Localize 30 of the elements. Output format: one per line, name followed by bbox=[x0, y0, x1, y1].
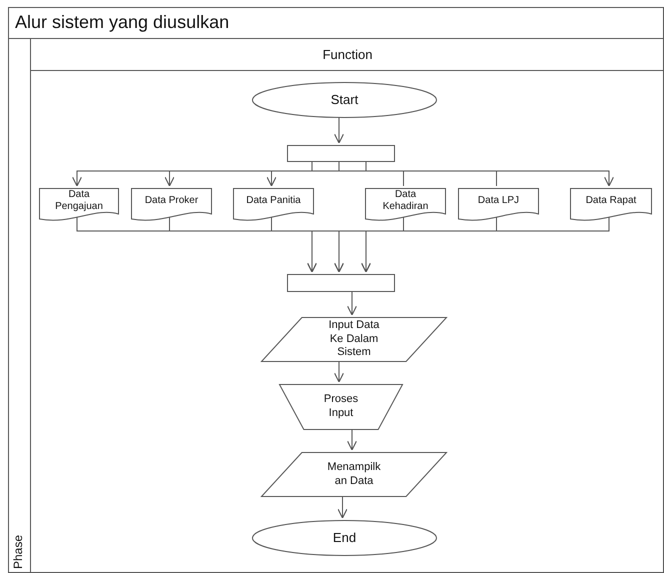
node-label: End bbox=[332, 530, 356, 546]
connector-arrow bbox=[346, 290, 358, 316]
node-label: Data Proker bbox=[144, 194, 198, 208]
node-label: Data Panitia bbox=[246, 194, 301, 208]
terminal-ellipse bbox=[252, 520, 437, 556]
node-label: Data LPJ bbox=[478, 194, 520, 208]
connector-arrow bbox=[346, 428, 358, 451]
node-label: Menampilk an Data bbox=[326, 460, 382, 488]
node-label: Data Pengajuan bbox=[54, 188, 104, 214]
node-label: Start bbox=[330, 92, 358, 108]
lane-header: Function bbox=[322, 47, 372, 62]
connector-arrow bbox=[334, 360, 344, 383]
connector-arrow bbox=[169, 214, 318, 273]
connector-arrow bbox=[366, 160, 614, 187]
phase-label: Phase bbox=[11, 534, 25, 570]
input-output-parallelogram bbox=[261, 452, 447, 497]
input-output-parallelogram bbox=[261, 317, 447, 362]
manual-operation-trapezoid bbox=[279, 384, 403, 430]
box-shape bbox=[287, 145, 395, 162]
connector-arrow bbox=[337, 494, 348, 519]
node-label: Input Data Ke Dalam Sistem bbox=[328, 318, 380, 360]
pool-title: Alur sistem yang diusulkan bbox=[15, 12, 230, 33]
node-label: Proses Input bbox=[322, 393, 360, 421]
connector-arrow bbox=[360, 214, 610, 273]
terminal-ellipse bbox=[252, 82, 437, 118]
node-label: Data Rapat bbox=[586, 194, 636, 208]
box-shape bbox=[287, 274, 395, 292]
connector-arrow bbox=[334, 214, 404, 273]
connector-arrow bbox=[334, 116, 344, 144]
node-label: Data Kehadiran bbox=[382, 188, 430, 214]
